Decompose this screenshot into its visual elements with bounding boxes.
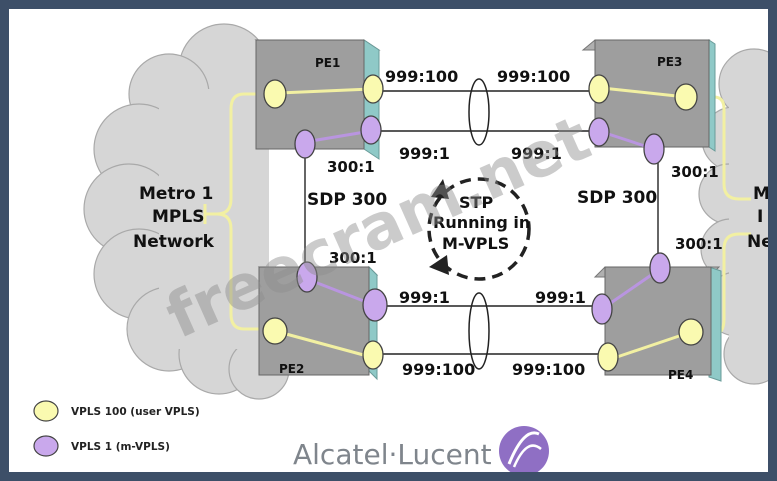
pe1-label: PE1 xyxy=(315,56,340,70)
mesh-label: 300:1 xyxy=(329,249,377,267)
alcatel-lucent-logo-icon xyxy=(499,426,549,472)
sap-pe2-access xyxy=(262,317,288,345)
spoke-label: 999:1 xyxy=(399,144,450,163)
sap-pe1-access xyxy=(263,79,287,109)
stp-line2: Running in xyxy=(433,213,530,232)
metro-right-line3: Ne xyxy=(747,232,768,252)
sap-pe1-spoke xyxy=(362,74,384,104)
user-vpls-access-left xyxy=(203,92,271,331)
user-vpls-sap xyxy=(262,74,704,372)
user-vpls-internal xyxy=(274,86,692,360)
stp-line1: STP xyxy=(459,193,493,212)
sdp-bundle-top xyxy=(468,78,490,146)
spoke-label: 999:100 xyxy=(512,360,585,379)
metro-cloud-right xyxy=(698,48,768,385)
vpls-diagram: PE1 PE3 PE2 PE4 999:100 999:100 999:1 99… xyxy=(33,23,768,472)
legend-swatch-m-vpls xyxy=(33,435,59,457)
spoke-label: 999:1 xyxy=(535,288,586,307)
sdp-bundle-bottom xyxy=(468,292,490,370)
mvpls-pe4-sdp xyxy=(649,252,671,284)
metro-left-line2: MPLS xyxy=(152,207,204,227)
mvpls-pe2-sdp xyxy=(296,261,318,293)
diagram-frame: PE1 PE3 PE2 PE4 999:100 999:100 999:1 99… xyxy=(9,9,768,472)
sdp-label-left: SDP 300 xyxy=(307,190,387,210)
pe2-label: PE2 xyxy=(279,362,304,376)
pe4-label: PE4 xyxy=(668,368,693,382)
legend-m-vpls: VPLS 1 (m-VPLS) xyxy=(71,441,170,453)
stp-arrow-icon xyxy=(429,255,449,275)
sap-pe4-access xyxy=(678,318,704,346)
sap-pe3-spoke xyxy=(588,74,610,104)
spoke-label: 999:100 xyxy=(497,67,570,86)
brand-name: Alcatel·Lucent xyxy=(293,438,492,471)
mesh-label: 300:1 xyxy=(327,158,375,176)
mvpls-pe3-sdp xyxy=(643,133,665,165)
mvpls-pe4-spoke xyxy=(591,293,613,325)
sdp-label-right: SDP 300 xyxy=(577,188,657,208)
legend: VPLS 100 (user VPLS) VPLS 1 (m-VPLS) xyxy=(33,400,200,457)
spoke-label: 999:100 xyxy=(402,360,475,379)
metro-left-line1: Metro 1 xyxy=(139,184,213,204)
sap-pe3-access xyxy=(674,83,698,111)
spoke-lines-bottom xyxy=(374,305,607,355)
metro-right-line1: M xyxy=(753,184,768,204)
legend-swatch-user-vpls xyxy=(33,400,59,422)
spoke-label: 999:100 xyxy=(385,67,458,86)
stp-arrow-icon xyxy=(431,179,449,199)
sap-pe2-spoke xyxy=(362,340,384,370)
spoke-label: 999:1 xyxy=(399,288,450,307)
pe3-label: PE3 xyxy=(657,55,682,69)
m-vpls-sap xyxy=(294,115,671,325)
mesh-label: 300:1 xyxy=(671,163,719,181)
sap-pe4-spoke xyxy=(597,342,619,372)
legend-user-vpls: VPLS 100 (user VPLS) xyxy=(71,406,200,418)
spoke-label: 999:1 xyxy=(511,144,562,163)
mvpls-pe2-spoke xyxy=(362,288,388,322)
metro-right-line2: I xyxy=(757,207,763,227)
mesh-label: 300:1 xyxy=(675,235,723,253)
mvpls-pe1-spoke xyxy=(360,115,382,145)
stp-line3: M-VPLS xyxy=(442,234,509,253)
stp-loop xyxy=(427,177,531,281)
mvpls-pe1-sdp xyxy=(294,129,316,159)
metro-left-line3: Network xyxy=(133,232,215,252)
mvpls-pe3-spoke xyxy=(588,117,610,147)
